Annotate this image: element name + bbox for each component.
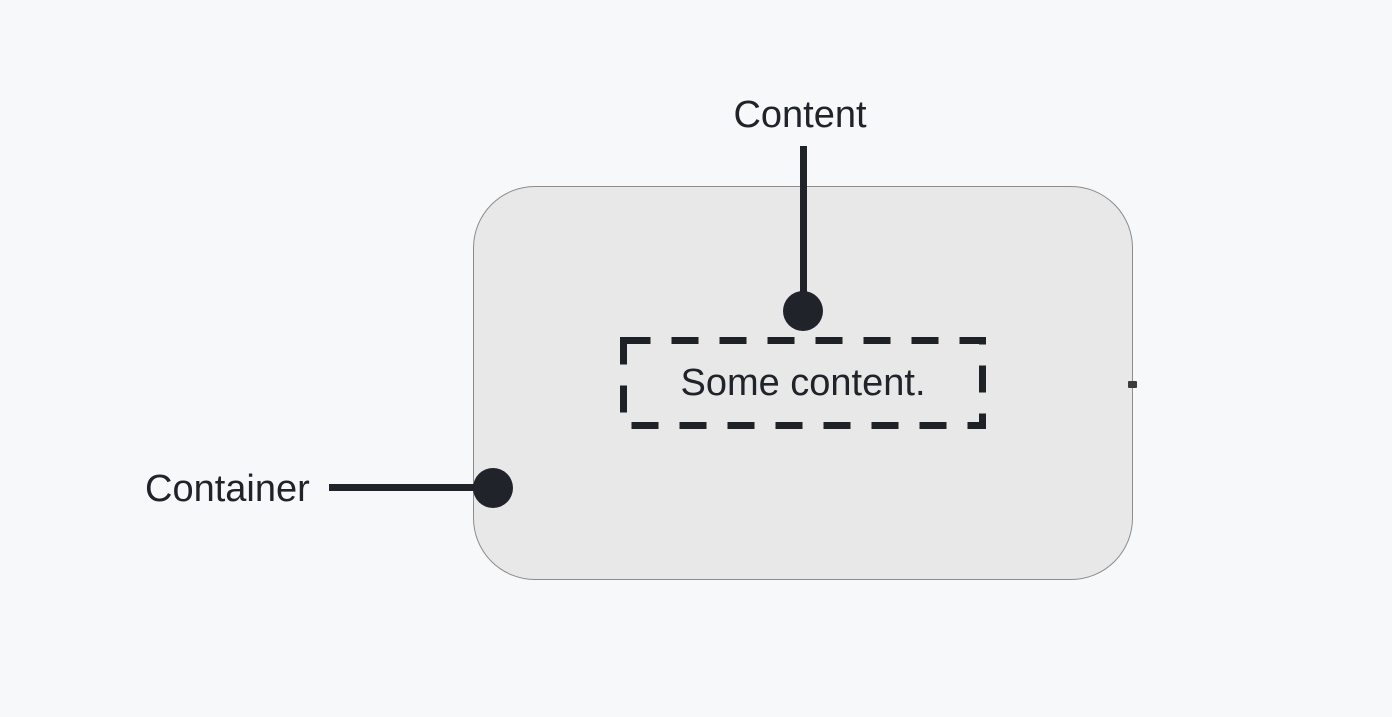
container-connector-dot (473, 468, 513, 508)
container-connector-line (329, 484, 497, 491)
content-box: Some content. (620, 337, 986, 429)
content-label: Content (733, 94, 867, 136)
content-text: Some content. (680, 361, 926, 404)
content-connector-line (800, 146, 807, 312)
content-connector-dot (783, 291, 823, 331)
content-dashed-border (620, 337, 986, 429)
right-edge-tick (1128, 381, 1137, 388)
container-label: Container (145, 468, 310, 510)
